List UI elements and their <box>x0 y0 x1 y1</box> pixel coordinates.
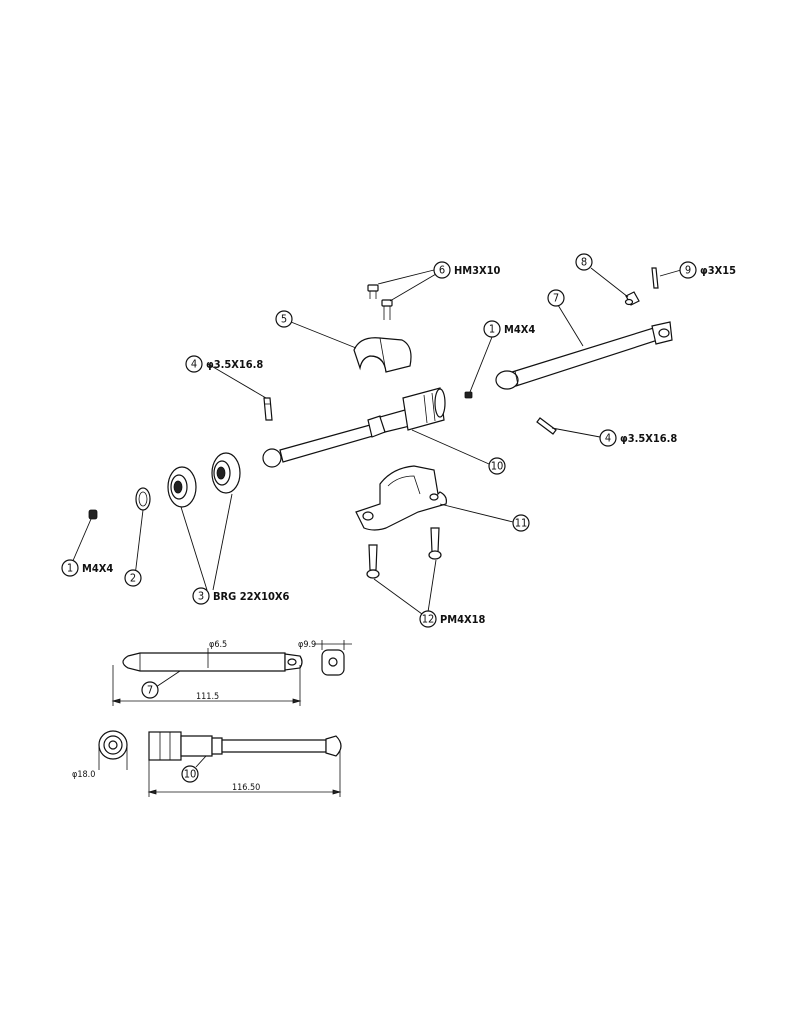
callout-5: 5 <box>275 310 293 328</box>
callout-2: 2 <box>124 569 142 587</box>
callout-7: 7 <box>547 289 565 307</box>
svg-text:8: 8 <box>581 256 587 269</box>
svg-text:7: 7 <box>147 684 153 697</box>
svg-text:φ18.0: φ18.0 <box>72 770 95 780</box>
dogbone-part-7 <box>495 321 673 390</box>
svg-text:4: 4 <box>191 358 197 371</box>
leader-lines <box>71 267 682 615</box>
cap-screw-part-6 <box>367 284 393 320</box>
pin-part-4-right <box>536 417 557 435</box>
svg-text:9: 9 <box>685 264 691 277</box>
dimension-view-part-7: φ6.5 111.5 7 <box>111 640 303 706</box>
svg-text:HM3X10: HM3X10 <box>454 264 501 277</box>
drive-shaft-part-10 <box>262 387 446 468</box>
svg-text:φ6.5: φ6.5 <box>209 640 227 650</box>
svg-text:M4X4: M4X4 <box>504 323 535 336</box>
callout-8: 8 <box>575 253 593 271</box>
bearing-cap-part-5 <box>353 337 412 373</box>
set-screw-part-1-upper <box>464 391 473 399</box>
svg-text:1: 1 <box>67 562 73 575</box>
svg-text:12: 12 <box>422 613 435 626</box>
svg-text:M4X4: M4X4 <box>82 562 113 575</box>
callout-4-right: 4 φ3.5X16.8 <box>599 429 677 447</box>
callout-1-upper: 1 M4X4 <box>483 320 535 338</box>
e-clip-part-2 <box>135 487 151 511</box>
callout-3: 3 BRG 22X10X6 <box>192 587 290 605</box>
svg-text:116.50: 116.50 <box>232 783 260 793</box>
svg-text:111.5: 111.5 <box>196 692 219 702</box>
end-view-part-7: φ9.9 <box>298 640 352 676</box>
pin-part-9 <box>651 267 659 289</box>
callout-4-left: 4 φ3.5X16.8 <box>185 355 263 373</box>
svg-text:φ9.9: φ9.9 <box>298 640 316 650</box>
screws-part-12 <box>366 527 442 579</box>
callout-12: 12 PM4X18 <box>419 610 486 628</box>
svg-text:10: 10 <box>491 460 504 473</box>
svg-text:1: 1 <box>489 323 495 336</box>
svg-text:PM4X18: PM4X18 <box>440 613 486 626</box>
svg-text:7: 7 <box>553 292 559 305</box>
callout-11: 11 <box>512 514 530 532</box>
svg-text:5: 5 <box>281 313 287 326</box>
svg-text:4: 4 <box>605 432 611 445</box>
bearings-part-3 <box>167 452 241 508</box>
barrel-nut-part-8 <box>624 291 640 306</box>
svg-text:10: 10 <box>184 768 197 781</box>
callout-10: 10 <box>488 457 506 475</box>
svg-text:6: 6 <box>439 264 445 277</box>
svg-text:11: 11 <box>515 517 528 530</box>
end-view-part-10: φ18.0 <box>72 730 128 780</box>
svg-text:BRG 22X10X6: BRG 22X10X6 <box>213 590 290 603</box>
svg-text:3: 3 <box>198 590 204 603</box>
pin-part-4-left <box>263 397 273 421</box>
callout-6: 6 HM3X10 <box>433 261 501 279</box>
callout-1-lower: 1 M4X4 <box>61 559 113 577</box>
set-screw-part-1-lower <box>88 509 98 520</box>
svg-text:φ3.5X16.8: φ3.5X16.8 <box>206 358 263 371</box>
svg-text:φ3X15: φ3X15 <box>700 264 736 277</box>
svg-text:2: 2 <box>130 572 136 585</box>
bearing-carrier-part-11 <box>355 465 447 531</box>
callout-9: 9 φ3X15 <box>679 261 736 279</box>
svg-text:φ3.5X16.8: φ3.5X16.8 <box>620 432 677 445</box>
dimension-view-part-10: 116.50 10 <box>147 731 342 797</box>
